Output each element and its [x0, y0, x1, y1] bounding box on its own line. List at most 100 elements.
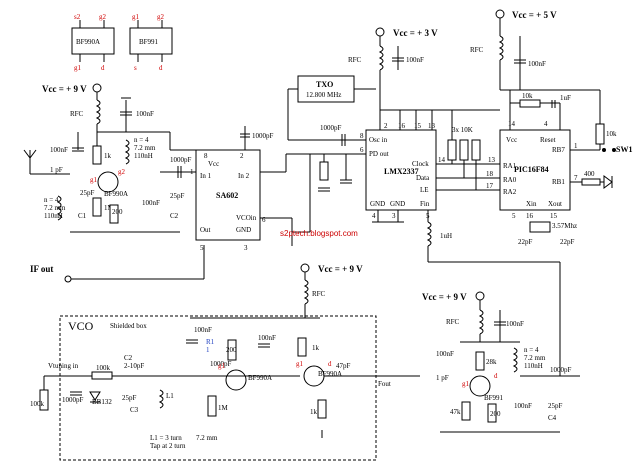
crystal-icon [529, 221, 551, 233]
l1-spec-3: Tap at 2 turn [150, 442, 186, 450]
buffer-g1-label: g1 [296, 360, 304, 368]
r1m-label-vco: 1M [218, 404, 229, 412]
lmx-pin-le: LE [420, 186, 429, 194]
fout-label: Fout [378, 380, 391, 388]
l1-spec-1: L1 = 3 turn [150, 434, 182, 442]
lmx-pin-num-16: 16 [398, 122, 406, 130]
c25pf-label-2: 25pF [170, 192, 185, 200]
pic-pin-ra1: RA1 [503, 162, 517, 170]
vcc-5v-label: Vcc = + 5 V [512, 10, 557, 20]
vcc-3v-label: Vcc = + 3 V [393, 28, 438, 38]
lmx-pin-num-4: 4 [372, 212, 376, 220]
pic-pin-num-17: 17 [486, 182, 494, 190]
lmx-pin-num-8: 8 [360, 132, 364, 140]
pic-pin-xin: Xin [526, 200, 537, 208]
buffer-d-label: d [328, 360, 332, 368]
bf990a-pin-s2: s2 [74, 13, 81, 21]
blog-url: s2ptech.blogspot.com [280, 229, 358, 238]
bf990a-transistor-icon [97, 171, 119, 193]
c4-label: C4 [548, 414, 557, 422]
pic-pin-xout: Xout [548, 200, 562, 208]
r200-label-ps: 200 [490, 410, 501, 418]
c1pf-label-2: 1 pF [436, 374, 449, 382]
rfc-label: RFC [70, 110, 84, 118]
c100nf-label-ps2: 100nF [436, 350, 454, 358]
bf990a-mixer-label: BF990A [104, 190, 128, 198]
led-icon [603, 175, 613, 189]
sw1-icon [612, 148, 616, 152]
coil-n-label-2: n = 4 [44, 196, 59, 204]
vtuning-label: Vtuning in [48, 362, 79, 370]
lmx-pin-clock: Clock [412, 160, 429, 168]
rfc-coil-icon [303, 279, 309, 305]
mixer-stage: RFC 100nF 100nF 1k n = 4 7.2 mm 110nH 1 … [23, 92, 205, 283]
vco-label: VCO [68, 319, 94, 333]
pullup-resistor [447, 139, 457, 161]
xtal-label: 3.57Mhz [552, 222, 577, 230]
bf990a-pin-g1: g1 [74, 64, 82, 72]
pic-pin-ra0: RA0 [503, 176, 517, 184]
lmx-pin-num-15: 15 [414, 122, 422, 130]
sa602-pin-out: Out [200, 226, 211, 234]
bf991-pinout-label: BF991 [139, 38, 159, 46]
vco-stage: RFC Vtuning in 100k 100k 1000pF BB132 C2… [30, 272, 420, 450]
sa602-pin-num-2: 2 [240, 152, 244, 160]
coil-mm-label: 7.2 mm [134, 144, 156, 152]
coil-nh-label-3: 110nH [524, 362, 543, 370]
vco-shielded-box [59, 315, 377, 461]
rfc-label-vco: RFC [312, 290, 326, 298]
c100nf-label-ps1: 100nF [506, 320, 524, 328]
resistor-1k [92, 145, 102, 165]
c100nf-label-vco1: 100nF [194, 326, 212, 334]
bf991-pin-d: d [159, 64, 163, 72]
coil-nh-label-2: 110nH [44, 212, 63, 220]
ps-g1-label: g1 [462, 380, 470, 388]
resistor-1k-vco [297, 337, 307, 357]
c1000pf-label-vco2: 1000pF [210, 360, 232, 368]
bf990a-pinout: BF990A s2 g2 g1 d [71, 13, 115, 72]
loop-filter-resistor [319, 161, 329, 181]
c2-label-mixer: C2 [170, 212, 179, 220]
supply-terminal-icon [375, 27, 385, 37]
pic-pin-num-16: 16 [526, 212, 534, 220]
sa602-pin-num-5: 5 [200, 244, 204, 252]
c1000pf-label-vco1: 1000pF [62, 396, 84, 404]
r1m-label-1: 1M [104, 204, 115, 212]
rfc-coil-icon [378, 45, 384, 71]
if-out-label: IF out [30, 264, 53, 274]
c3-label: C3 [130, 406, 139, 414]
sa602-pin-num-6: 6 [262, 216, 266, 224]
bb132-label: BB132 [92, 398, 112, 406]
sa602-pin-gnd: GND [236, 226, 251, 234]
coil-mm-label-2: 7.2 mm [44, 204, 66, 212]
lmx-pin-num-14: 14 [438, 156, 446, 164]
pic-name: PIC16F84 [514, 165, 549, 174]
r100k-label-2: 100k [96, 364, 111, 372]
pic-pin-rb1: RB1 [552, 178, 565, 186]
c1000pf-label-3: 1000pF [320, 124, 342, 132]
bf990a-vco-transistor-icon [225, 369, 247, 391]
c100nf-label-1: 100nF [136, 110, 154, 118]
prescaler-coil-icon [512, 347, 518, 373]
c100nf-label-pic: 100nF [528, 60, 546, 68]
bf991-pinout: BF991 g1 g2 s d [129, 13, 173, 72]
c100nf-label-2: 100nF [50, 146, 68, 154]
bf990a-vco-label: BF990A [248, 374, 272, 382]
varactor-icon [89, 391, 101, 401]
r1k-label-1: 1k [104, 152, 112, 160]
pic-pin-reset: Reset [540, 136, 556, 144]
pic-pin-num-4: 4 [544, 120, 548, 128]
r1-label: R1 [206, 338, 215, 346]
mixer-g1-label: g1 [90, 176, 98, 184]
r10k-label-2: 10k [606, 130, 617, 138]
r200-label-1: 200 [112, 208, 123, 216]
pic-pin-vcc: Vcc [506, 136, 517, 144]
rfc-label-prescaler: RFC [446, 318, 460, 326]
shielded-box-label: Shielded box [110, 322, 147, 330]
txo-line1: TXO [316, 80, 333, 89]
lmx-pin-num-3: 3 [392, 212, 396, 220]
bf991-transistor-icon [469, 375, 491, 397]
sa602-name: SA602 [216, 191, 238, 200]
pic-pin-num-1: 1 [574, 142, 578, 150]
bf990a-pin-g2: g2 [99, 13, 107, 21]
